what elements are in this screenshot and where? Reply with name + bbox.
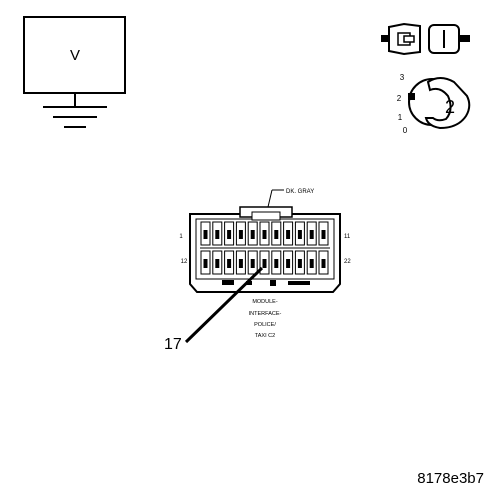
pin-label-12: 12 bbox=[181, 259, 188, 265]
pin-17-callout: 17 bbox=[164, 266, 264, 353]
pin-terminal-9 bbox=[297, 230, 302, 239]
pin-terminal-1 bbox=[203, 230, 208, 239]
pin-terminal-12 bbox=[203, 259, 208, 268]
ignition-position-3: 3 bbox=[400, 73, 405, 82]
ground-icon bbox=[43, 106, 107, 128]
voltmeter-symbol: V bbox=[23, 16, 126, 128]
voltmeter-label: V bbox=[70, 47, 80, 64]
pin-terminal-8 bbox=[286, 230, 291, 239]
pin-terminal-13 bbox=[215, 259, 220, 268]
pin-terminal-21 bbox=[309, 259, 314, 268]
callout-leader bbox=[184, 266, 264, 344]
pin-row-bottom bbox=[200, 250, 329, 275]
connector-name-line-2: INTERFACE- bbox=[249, 311, 282, 317]
connector-face bbox=[189, 206, 341, 293]
disconnect-connector-icon bbox=[381, 22, 470, 56]
ignition-position-1: 1 bbox=[398, 113, 403, 122]
pin-terminal-15 bbox=[238, 259, 243, 268]
wire-color-label: DK. GRAY bbox=[286, 189, 314, 195]
pin-label-11: 11 bbox=[344, 234, 351, 240]
callout-pin-number: 17 bbox=[164, 336, 182, 353]
pin-terminal-16 bbox=[250, 259, 255, 268]
pin-terminal-22 bbox=[321, 259, 326, 268]
ignition-position-2: 2 bbox=[397, 94, 402, 103]
pin-terminal-17 bbox=[262, 259, 267, 268]
pin-terminal-20 bbox=[297, 259, 302, 268]
pin-terminal-10 bbox=[309, 230, 314, 239]
pin-row-top bbox=[200, 221, 329, 246]
pin-terminal-6 bbox=[262, 230, 267, 239]
connector-name: MODULE- INTERFACE- POLICE/ TAXI C2 bbox=[249, 299, 282, 339]
pin-terminal-19 bbox=[286, 259, 291, 268]
pin-terminal-18 bbox=[274, 259, 279, 268]
pin-label-22: 22 bbox=[344, 259, 351, 265]
pin-terminal-11 bbox=[321, 230, 326, 239]
key-position-label: 2 bbox=[445, 97, 455, 117]
figure-id: 8178e3b7 bbox=[417, 470, 484, 487]
connector-name-line-1: MODULE- bbox=[252, 299, 278, 305]
connector-name-line-3: POLICE/ bbox=[254, 322, 276, 328]
pin-terminal-2 bbox=[215, 230, 220, 239]
ignition-position-0: 0 bbox=[403, 126, 408, 135]
pin-terminal-4 bbox=[238, 230, 243, 239]
pin-terminal-5 bbox=[250, 230, 255, 239]
ignition-switch-icon: 3 2 1 0 2 bbox=[397, 73, 471, 135]
pin-terminal-3 bbox=[227, 230, 232, 239]
pin-terminal-7 bbox=[274, 230, 279, 239]
pin-terminal-14 bbox=[227, 259, 232, 268]
pin-label-1: 1 bbox=[179, 234, 183, 240]
connector-name-line-4: TAXI C2 bbox=[255, 333, 275, 339]
